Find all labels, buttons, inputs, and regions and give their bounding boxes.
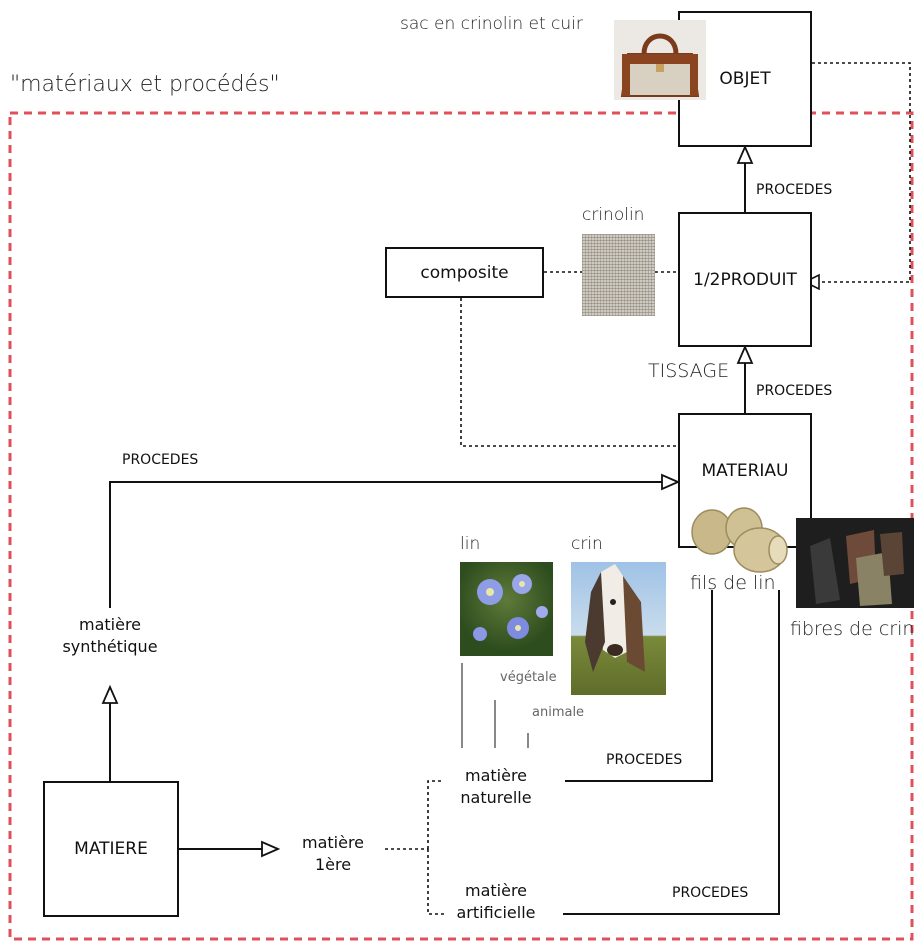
dashed-frame [8, 111, 914, 941]
procedes-label-naturelle: PROCEDES [606, 752, 683, 768]
matiere-box: MATIERE [43, 781, 179, 917]
flax-flowers-illustration [473, 574, 548, 641]
brushes-illustration [810, 530, 904, 606]
bag-image [614, 20, 706, 100]
materiau-label: MATERIAU [701, 461, 789, 481]
demi-produit-box: 1/2PRODUIT [678, 212, 812, 347]
diagram-title: "matériaux et procédés" [10, 72, 280, 97]
split-to-naturelle-dotted [427, 780, 444, 849]
split-to-artificielle-dotted [427, 849, 444, 915]
arrowhead-demi-produit-right [803, 273, 820, 291]
composite-label: composite [420, 262, 509, 283]
node-synthetique: matière synthétique [60, 614, 160, 657]
objet-label: OBJET [719, 69, 771, 89]
fibres-de-crin-image [796, 518, 914, 608]
crin-image [571, 562, 666, 695]
fils-de-lin-caption: fils de lin [690, 572, 776, 594]
arrowhead-premiere [261, 840, 281, 858]
node-artificielle: matière artificielle [446, 880, 546, 923]
spools-illustration [691, 507, 788, 573]
arrowhead-objet [736, 144, 754, 164]
naturelle-line-1: matière [464, 766, 528, 785]
crinolin-image [582, 234, 655, 316]
synthetique-line-1: matière [78, 615, 142, 634]
synthetique-to-materiau-line [109, 481, 662, 608]
bag-caption: sac en crinolin et cuir [400, 14, 583, 34]
crinolin-caption: crinolin [582, 205, 645, 225]
node-premiere: matière 1ère [283, 832, 383, 875]
procedes-label-synthetique: PROCEDES [122, 452, 199, 468]
artificielle-line-1: matière [464, 881, 528, 900]
lin-image [460, 562, 553, 656]
node-naturelle: matière naturelle [446, 765, 546, 808]
premiere-line-2: 1ère [314, 854, 352, 874]
fibres-de-crin-caption: fibres de crin [790, 618, 915, 640]
crin-caption: crin [571, 534, 603, 554]
demi-produit-label: 1/2PRODUIT [693, 269, 797, 290]
matiere-label: MATIERE [74, 839, 148, 859]
tissage-caption: TISSAGE [648, 360, 730, 382]
arrowhead-materiau [661, 473, 681, 491]
bag-illustration [614, 20, 706, 100]
crinolin-texture [582, 234, 655, 316]
artificielle-line-2: artificielle [456, 902, 536, 922]
naturelle-line-2: naturelle [460, 787, 532, 807]
arrowhead-synthetique [101, 684, 119, 704]
fils-de-lin-image [688, 506, 794, 576]
synthetique-line-2: synthétique [62, 636, 158, 656]
naturelle-to-materiau-line [565, 590, 713, 782]
composite-to-materiau-dotted [460, 298, 680, 447]
artificielle-to-materiau-line [563, 590, 780, 915]
objet-to-demi-produit-dotted [812, 62, 911, 283]
horse-illustration [585, 564, 645, 672]
composite-box: composite [385, 247, 544, 298]
lin-caption: lin [460, 534, 481, 554]
procedes-label-artificielle: PROCEDES [672, 885, 749, 901]
procedes-label-demi-produit: PROCEDES [756, 383, 833, 399]
vegetale-label: végétale [500, 670, 557, 685]
arrowhead-demi-produit [736, 344, 754, 364]
procedes-label-objet: PROCEDES [756, 182, 833, 198]
premiere-line-1: matière [301, 833, 365, 852]
animale-label: animale [532, 705, 585, 720]
